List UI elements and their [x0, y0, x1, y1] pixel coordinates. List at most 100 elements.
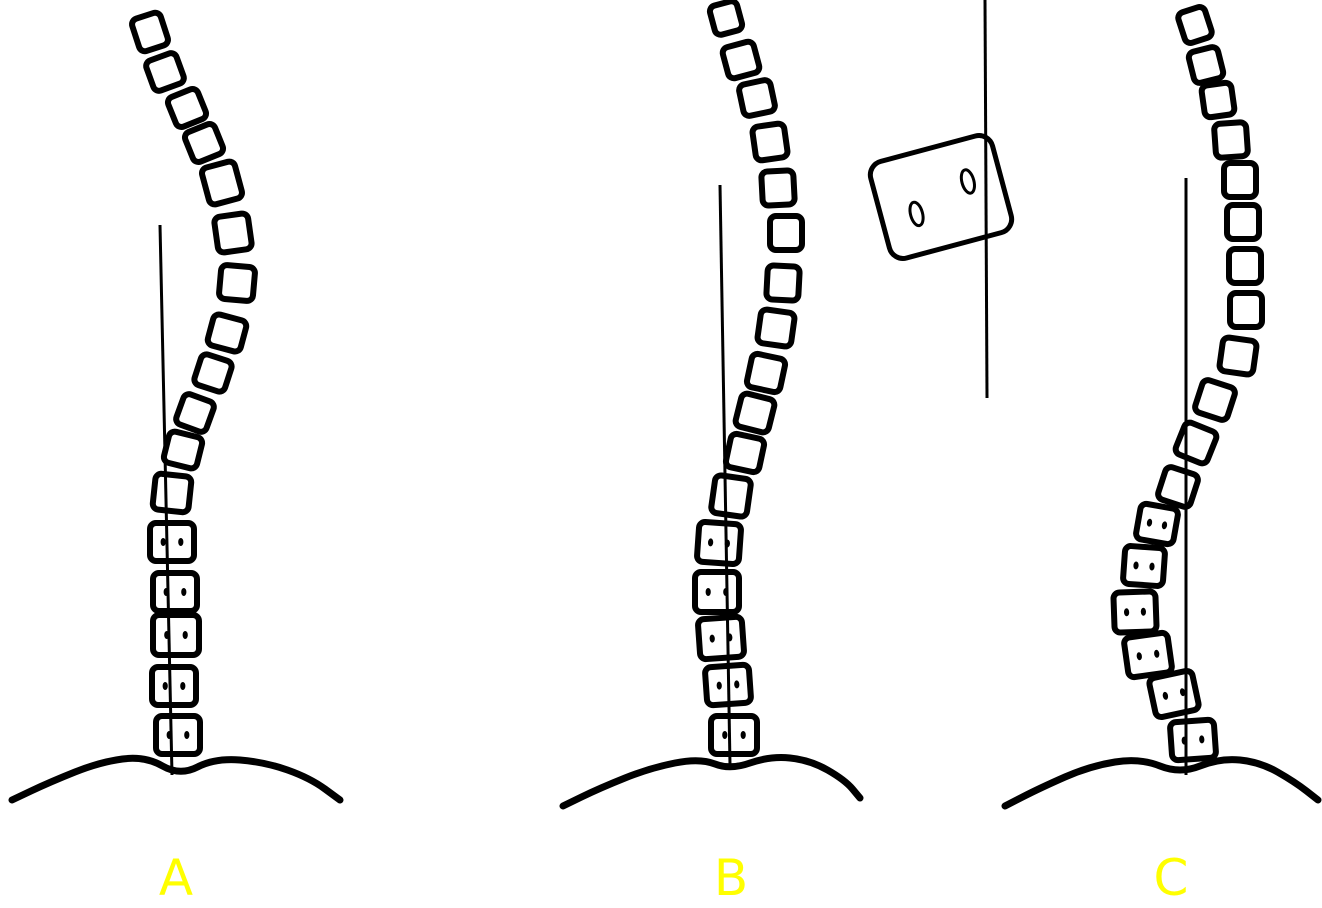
- pedicle-mark: [734, 680, 740, 689]
- vertebra: [147, 520, 197, 564]
- vertebra-outline: [763, 262, 803, 304]
- pedicle-mark: [716, 681, 722, 690]
- vertebra: [736, 77, 778, 119]
- vertebra-outline: [149, 664, 199, 708]
- pedicle-mark: [178, 538, 184, 546]
- vertebra-outline: [749, 120, 791, 164]
- pedicle-mark: [1146, 518, 1153, 527]
- pedicle-mark: [1154, 649, 1160, 658]
- pedicle-mark: [1140, 607, 1146, 616]
- pedicle-mark: [959, 168, 976, 195]
- pedicle-mark: [724, 539, 730, 548]
- vertebra-outline: [164, 85, 210, 131]
- vertebra: [211, 210, 255, 256]
- vertebra-outline: [173, 391, 217, 435]
- vertebra: [1216, 334, 1260, 378]
- pedicle-mark: [1133, 561, 1139, 570]
- vertebra: [758, 167, 798, 209]
- vertebra: [694, 518, 744, 568]
- vertebra-outline: [702, 661, 754, 709]
- pedicle-mark: [1179, 688, 1186, 697]
- vertebra-outline: [695, 613, 747, 663]
- pedicle-mark: [1162, 691, 1169, 700]
- vertebra: [1224, 202, 1262, 242]
- vertebra-outline: [767, 213, 805, 253]
- vertebra: [708, 713, 760, 757]
- plumb-line: [158, 224, 174, 776]
- vertebra: [1185, 44, 1227, 86]
- vertebra-outline: [1185, 44, 1227, 86]
- vertebra: [143, 50, 187, 94]
- vertebra: [150, 612, 202, 658]
- pedicle-mark: [163, 588, 169, 596]
- vertebra-outline: [1120, 543, 1168, 589]
- vertebra-outline: [1175, 4, 1215, 46]
- vertebra: [749, 120, 791, 164]
- pedicle-mark: [162, 682, 168, 690]
- vertebra: [1167, 716, 1219, 764]
- vertebra: [1227, 290, 1265, 330]
- vertebra-outline: [694, 518, 744, 568]
- vertebra: [181, 120, 227, 166]
- vertebra-outline: [719, 38, 763, 82]
- vertebra: [1221, 160, 1259, 200]
- pedicle-mark: [705, 588, 711, 596]
- vertebra: [173, 391, 217, 435]
- pedicle-mark: [164, 631, 170, 639]
- pelvis-outline: [1001, 756, 1322, 810]
- vertebra-outline: [129, 9, 171, 55]
- vertebra-outline: [708, 713, 760, 757]
- vertebra: [149, 470, 195, 516]
- vertebra: [743, 350, 789, 396]
- vertebra: [1110, 588, 1160, 636]
- vertebra-outline: [692, 569, 742, 615]
- vertebra: [1226, 246, 1264, 286]
- vertebra-outline: [1155, 464, 1201, 510]
- vertebra-outline: [1192, 377, 1238, 423]
- vertebra-outline: [706, 0, 746, 38]
- vertebra-outline: [1146, 667, 1202, 721]
- vertebra: [706, 0, 746, 38]
- panel-a-spine-drawing: [8, 9, 344, 804]
- pedicle-mark: [908, 200, 925, 228]
- vertebra-outline: [191, 351, 235, 395]
- vertebra: [767, 213, 805, 253]
- vertebra: [695, 613, 747, 663]
- pedicle-mark: [1124, 608, 1130, 617]
- vertebra: [1121, 629, 1175, 681]
- vertebra: [692, 569, 742, 615]
- pedicle-mark: [708, 538, 714, 547]
- vertebra-outline: [754, 306, 798, 350]
- vertebra: [1192, 377, 1238, 423]
- pedicle-mark: [1161, 521, 1168, 530]
- vertebra-outline: [1121, 629, 1175, 681]
- vertebra-outline: [867, 133, 1015, 261]
- vertebra-outline: [181, 120, 227, 166]
- vertebra: [1198, 79, 1238, 121]
- tilted-vertebra-detail: [867, 133, 1015, 261]
- panel-label-b: B: [713, 849, 749, 907]
- pedicle-mark: [740, 731, 746, 739]
- vertebra-outline: [1227, 290, 1265, 330]
- pelvis-outline: [8, 754, 344, 804]
- pedicle-mark: [722, 731, 728, 739]
- vertebra: [160, 428, 206, 472]
- pedicle-mark: [160, 538, 166, 546]
- panel-label-a: A: [158, 849, 194, 907]
- vertebra-outline: [722, 430, 768, 476]
- vertebra-outline: [1226, 246, 1264, 286]
- vertebra-outline: [1198, 79, 1238, 121]
- pedicle-mark: [709, 634, 715, 643]
- vertebra: [129, 9, 171, 55]
- vertebra-outline: [150, 612, 202, 658]
- pedicle-mark: [727, 633, 733, 642]
- panel-label-c: C: [1153, 849, 1189, 907]
- pedicle-mark: [1181, 736, 1187, 745]
- pedicle-mark: [182, 631, 188, 639]
- vertebra: [149, 664, 199, 708]
- vertebra: [1120, 543, 1168, 589]
- vertebra-outline: [1221, 160, 1259, 200]
- vertebra-outline: [1172, 419, 1220, 467]
- vertebra-outline: [1133, 500, 1181, 548]
